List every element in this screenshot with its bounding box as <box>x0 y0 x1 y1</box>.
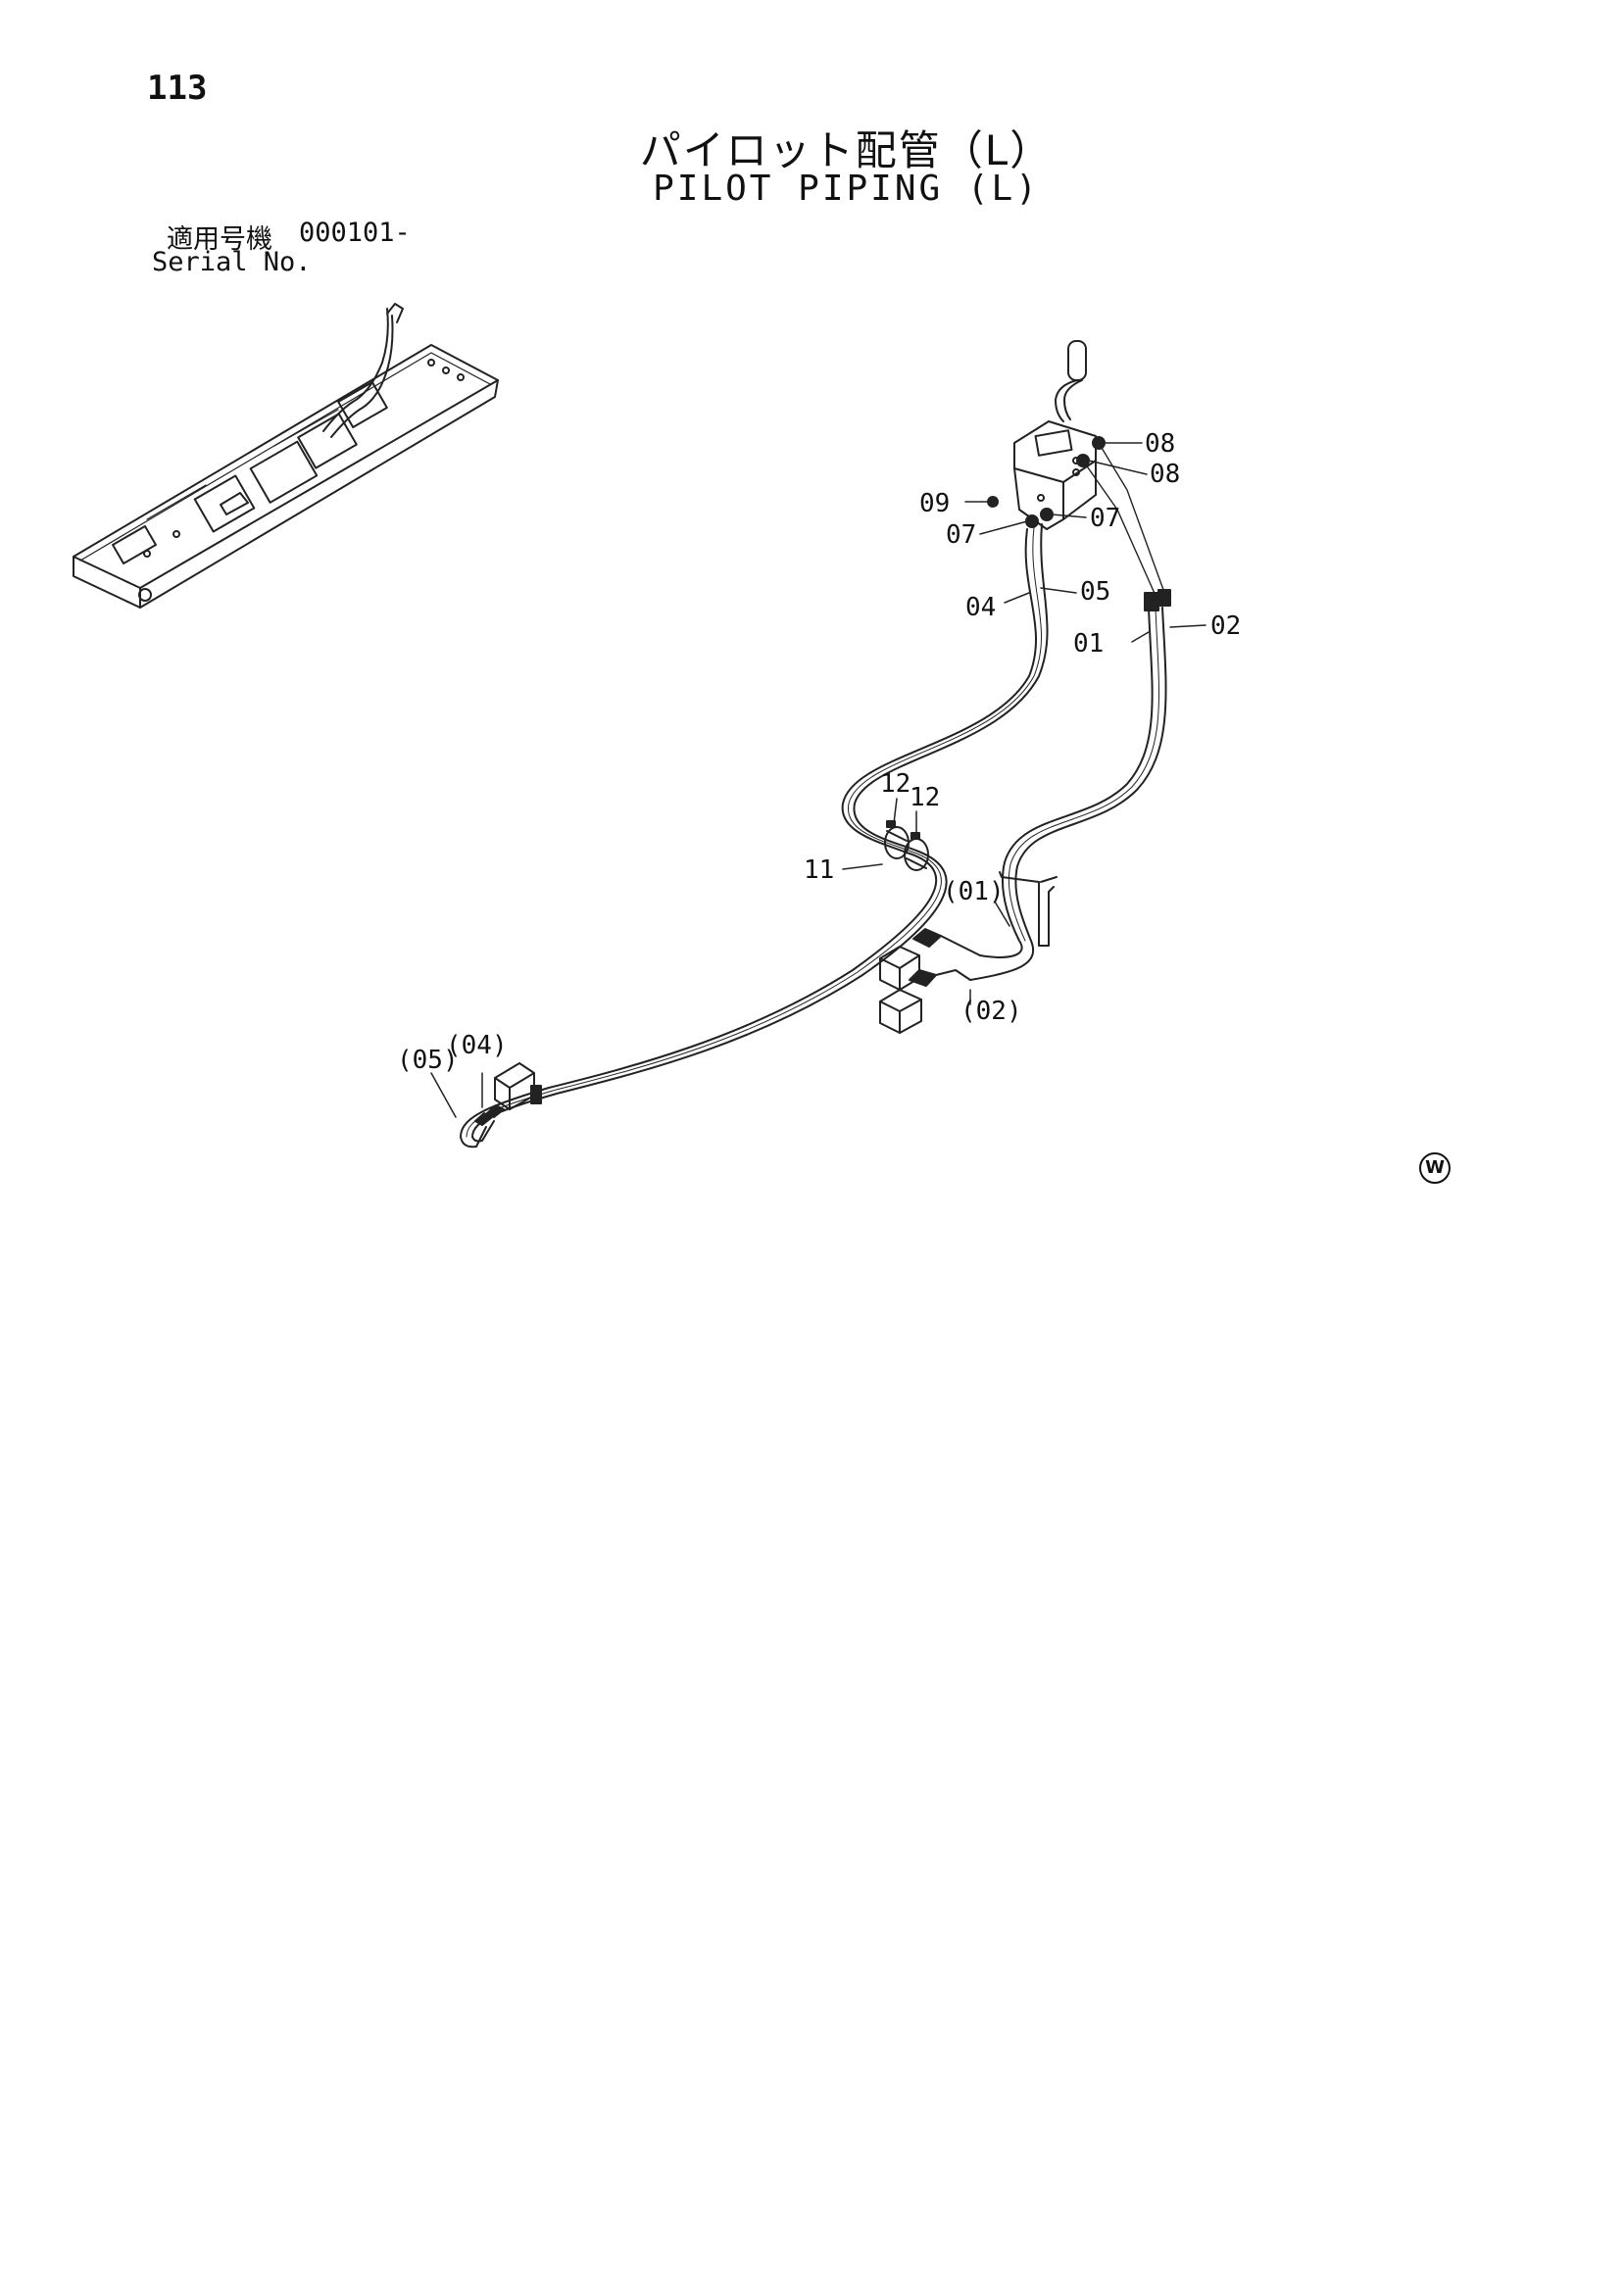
hose-01-02 <box>935 442 1171 981</box>
callout-12-right: 12 <box>910 783 940 812</box>
watermark-w-logo: W <box>1419 1152 1451 1184</box>
leader-lines <box>430 442 1206 1118</box>
machine-frame-overview <box>73 303 499 609</box>
control-lever-assembly <box>1013 340 1097 530</box>
hose-clamp-11 <box>884 820 929 871</box>
callout-05-paren: (05) <box>397 1046 459 1075</box>
serial-number-value: 000101- <box>299 218 411 248</box>
callout-07-right: 07 <box>1090 504 1120 533</box>
callout-02: 02 <box>1210 611 1241 641</box>
page-number: 113 <box>147 69 208 108</box>
callout-04-paren: (04) <box>446 1031 508 1060</box>
serial-label-japanese: 適用号機 <box>167 224 272 255</box>
page-title-japanese: パイロット配管（L） <box>639 126 1054 174</box>
callout-05: 05 <box>1080 577 1110 607</box>
hose-04-05 <box>460 523 1049 1148</box>
callout-11: 11 <box>804 855 834 885</box>
serial-label-english: Serial No. <box>152 247 312 277</box>
callout-01: 01 <box>1073 629 1104 659</box>
hose-bracket <box>999 871 1058 947</box>
callout-07-left: 07 <box>946 520 976 550</box>
page-title-english: PILOT PIPING (L) <box>653 169 1040 209</box>
callout-08-lower: 08 <box>1150 460 1180 489</box>
valve-fittings <box>987 436 1106 528</box>
callout-09: 09 <box>919 489 950 518</box>
lower-fittings <box>879 928 942 1034</box>
callout-01-paren: (01) <box>943 877 1005 906</box>
left-connector <box>474 1062 542 1126</box>
callout-12-left: 12 <box>880 769 910 799</box>
callout-labels: 08 08 09 07 07 04 05 01 02 12 12 11 (01)… <box>397 429 1241 1075</box>
callout-08-upper: 08 <box>1145 429 1175 459</box>
callout-02-paren: (02) <box>960 997 1022 1026</box>
callout-04: 04 <box>965 593 996 622</box>
